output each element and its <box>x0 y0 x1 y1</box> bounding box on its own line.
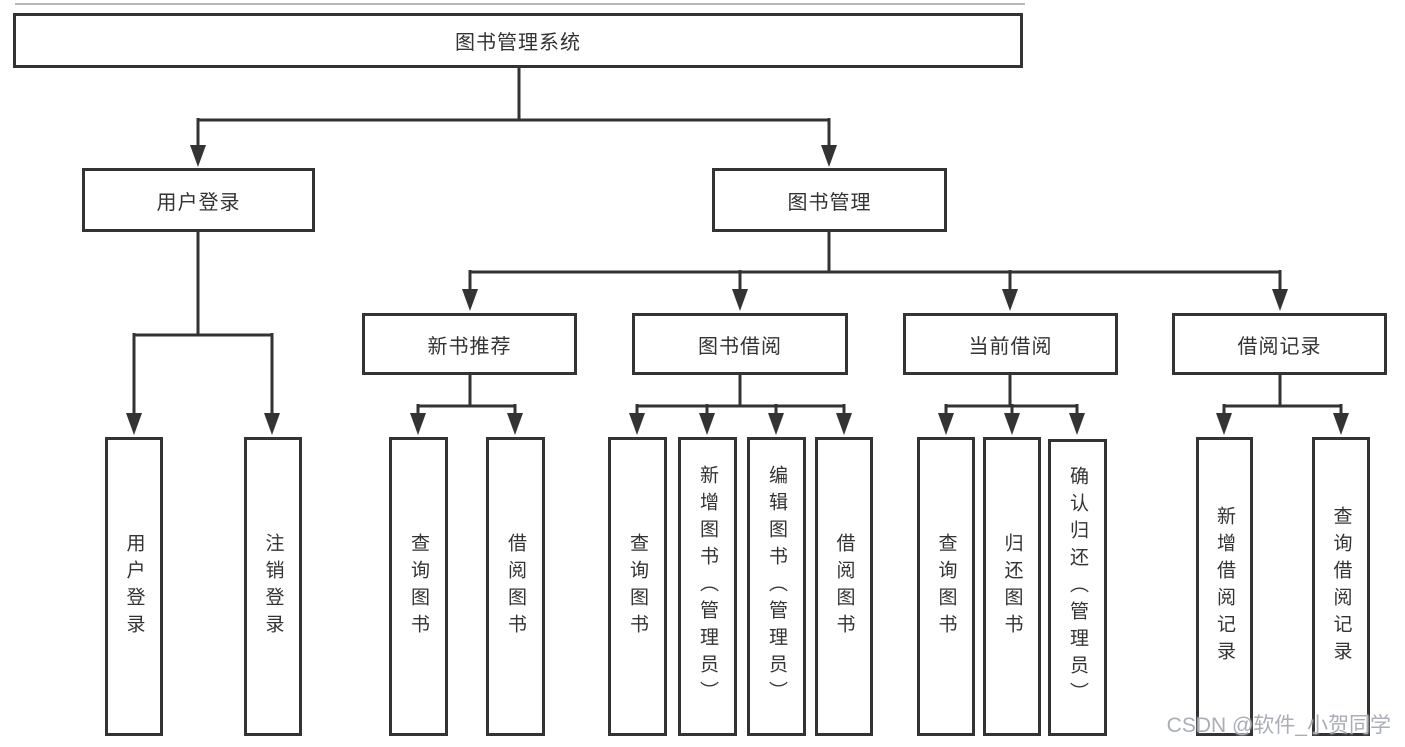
leaf-query-borrow-record: 查询借阅记录 <box>1312 437 1370 736</box>
leaf-return-books: 归还图书 <box>983 437 1041 736</box>
leaf-label: 归还图书 <box>1001 532 1023 641</box>
leaf-label: 查询图书 <box>627 532 648 641</box>
node-label: 图书管理系统 <box>455 32 581 54</box>
leaf-label: 借阅图书 <box>505 532 526 641</box>
node-book-management: 图书管理 <box>712 168 947 232</box>
node-label: 新书推荐 <box>427 335 512 358</box>
node-label: 图书管理 <box>787 191 872 214</box>
node-label: 用户登录 <box>156 191 241 214</box>
leaf-query-books: 查询图书 <box>608 437 667 736</box>
leaf-add-books-admin: 新增图书（管理员） <box>678 437 737 736</box>
csdn-watermark: CSDN @软件_小贺同学 <box>1166 714 1391 737</box>
node-borrow-records: 借阅记录 <box>1172 313 1387 375</box>
leaf-label: 查询图书 <box>408 532 429 641</box>
leaf-label: 注销登录 <box>262 532 284 641</box>
node-current-borrow: 当前借阅 <box>903 313 1118 375</box>
leaf-add-borrow-record: 新增借阅记录 <box>1196 437 1253 736</box>
node-label: 借阅记录 <box>1237 335 1322 358</box>
node-root-system: 图书管理系统 <box>13 13 1023 68</box>
node-user-login: 用户登录 <box>82 168 315 232</box>
leaf-label: 新增借阅记录 <box>1214 505 1235 668</box>
top-border-line <box>15 3 1025 5</box>
leaf-confirm-return-admin: 确认归还（管理员） <box>1048 439 1107 736</box>
leaf-edit-books-admin: 编辑图书（管理员） <box>747 437 806 736</box>
node-book-borrow: 图书借阅 <box>632 313 848 375</box>
leaf-label: 查询借阅记录 <box>1330 505 1352 668</box>
leaf-query-books: 查询图书 <box>917 437 975 736</box>
node-label: 当前借阅 <box>968 335 1053 358</box>
leaf-label: 新增图书（管理员） <box>697 465 718 708</box>
node-new-book-recommend: 新书推荐 <box>362 313 577 375</box>
leaf-label: 查询图书 <box>935 532 957 641</box>
leaf-label: 用户登录 <box>123 532 145 641</box>
leaf-user-login: 用户登录 <box>105 437 163 736</box>
leaf-query-books: 查询图书 <box>389 437 448 736</box>
leaf-borrow-books: 借阅图书 <box>486 437 545 736</box>
leaf-logout: 注销登录 <box>244 437 302 736</box>
leaf-borrow-books: 借阅图书 <box>815 437 873 736</box>
leaf-label: 借阅图书 <box>833 532 855 641</box>
leaf-label: 确认归还（管理员） <box>1067 466 1088 709</box>
leaf-label: 编辑图书（管理员） <box>766 465 787 708</box>
node-label: 图书借阅 <box>698 335 782 358</box>
